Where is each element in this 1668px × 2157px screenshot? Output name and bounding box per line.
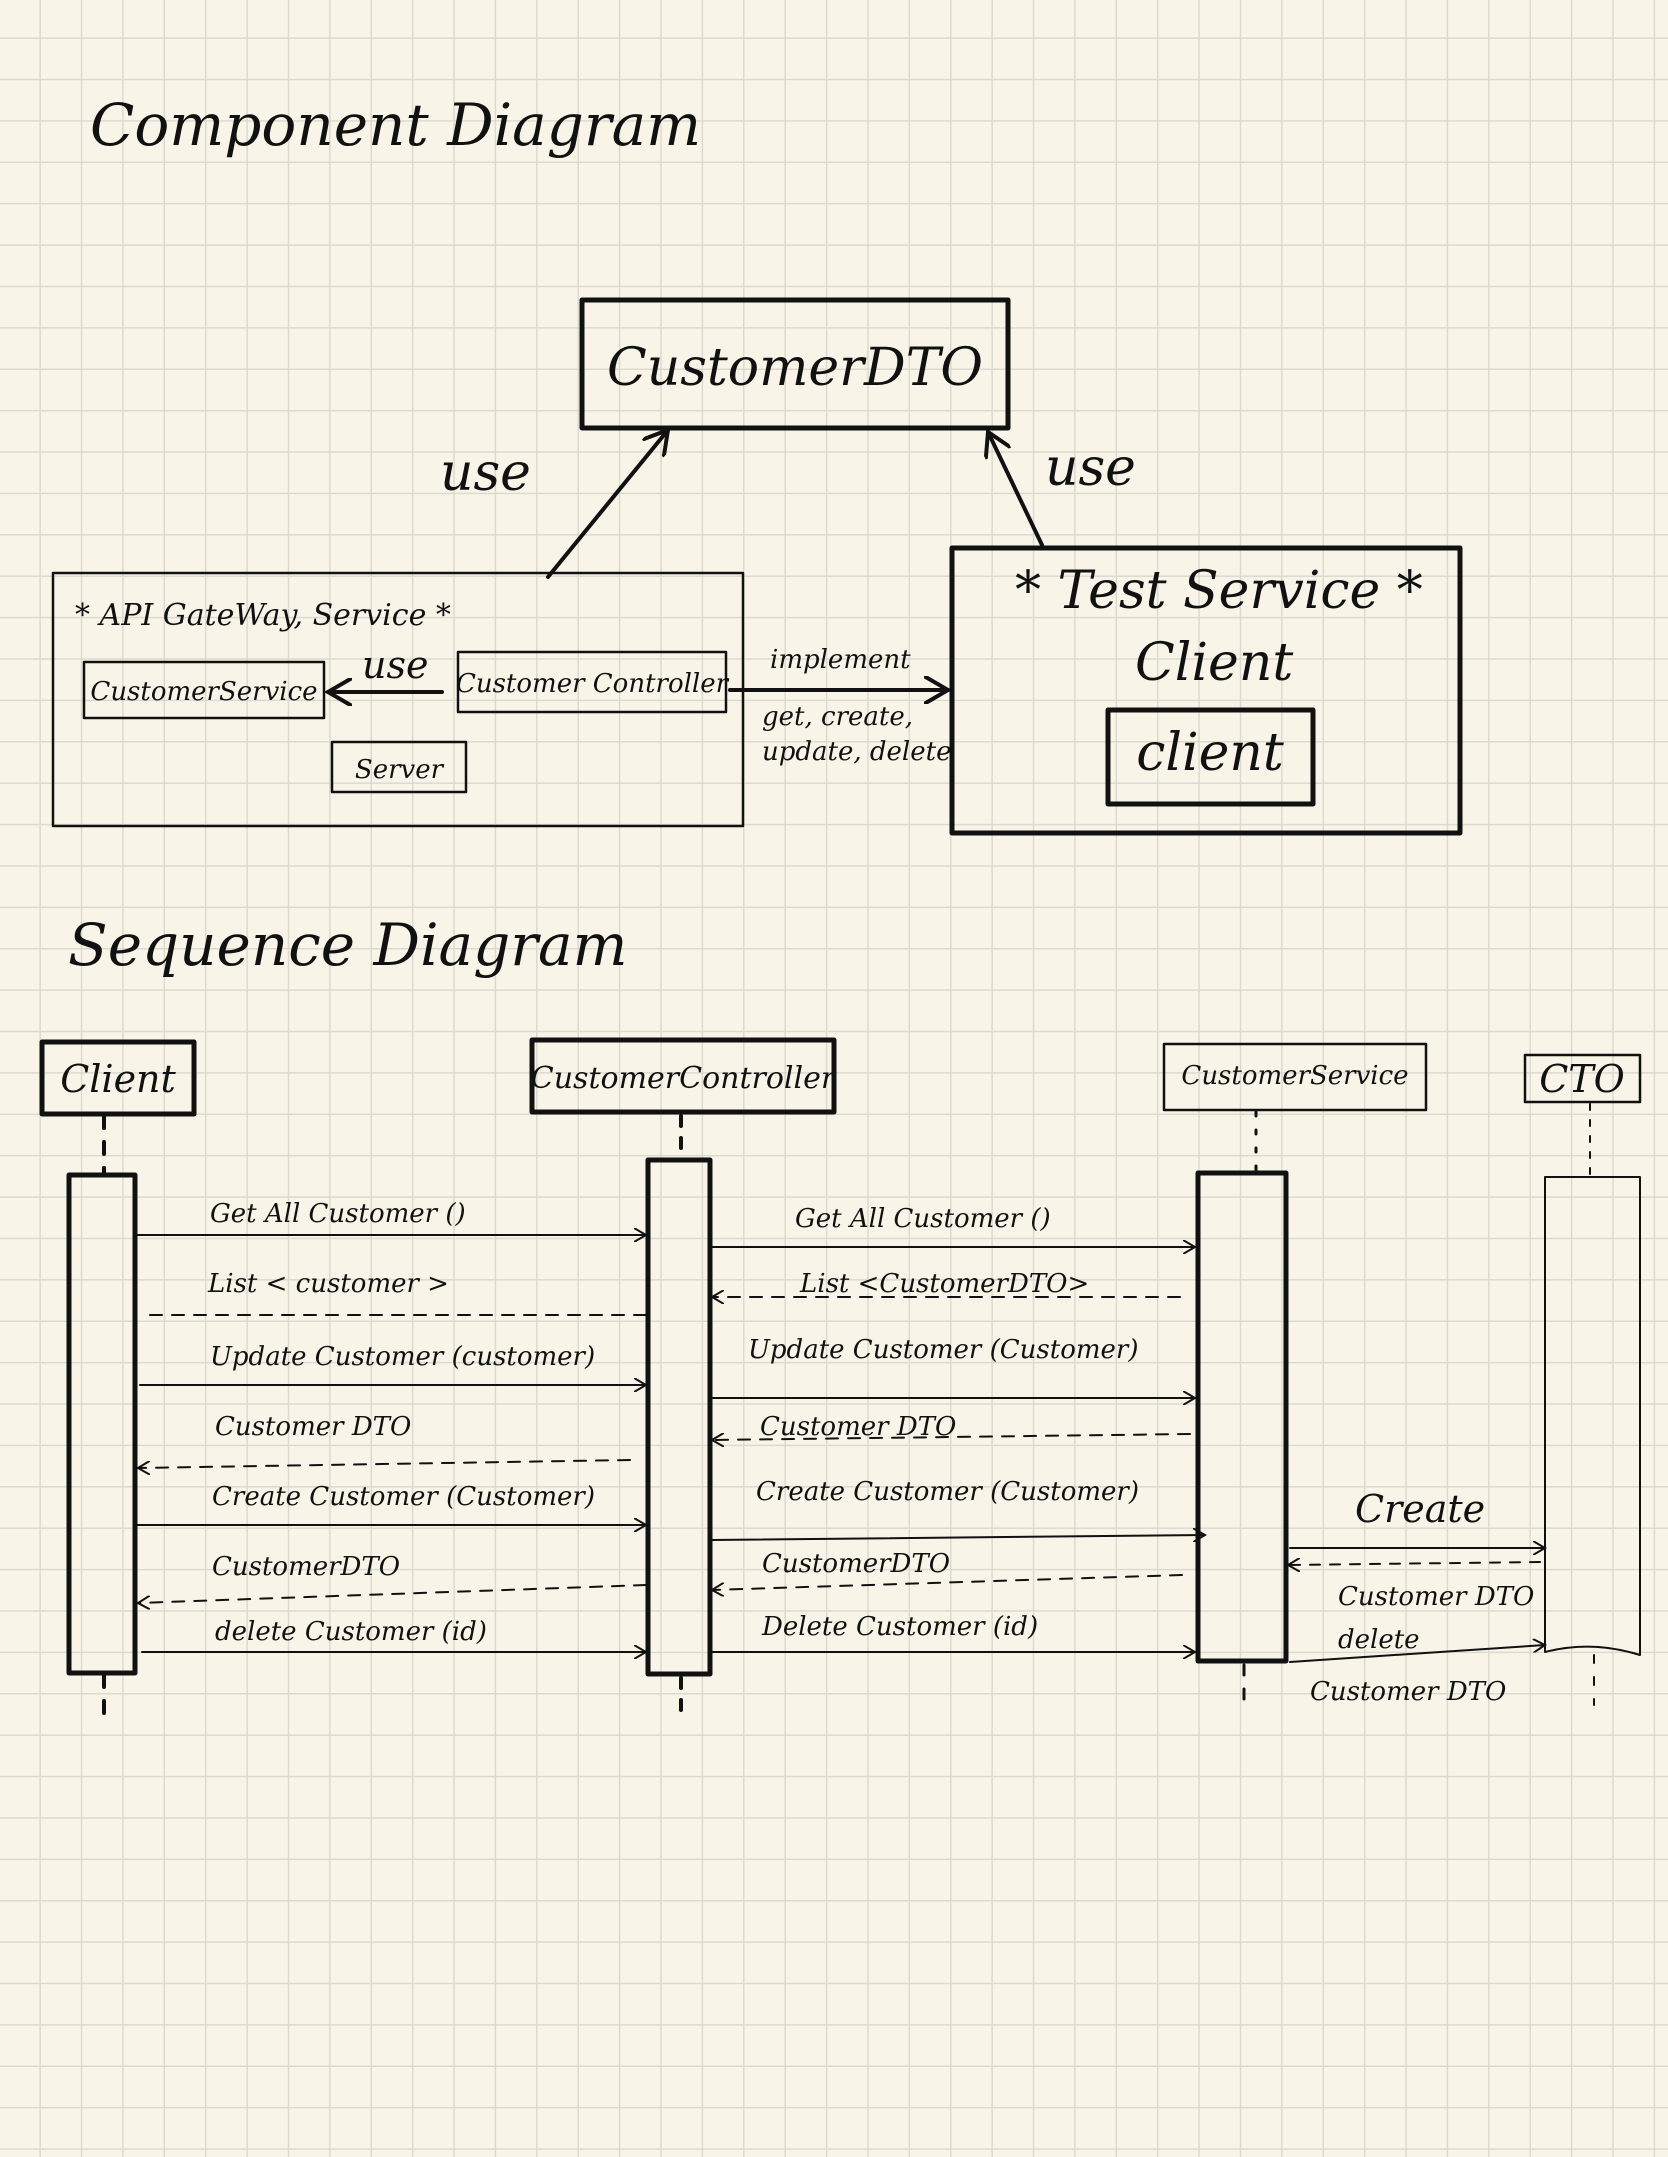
use-label-left: use xyxy=(440,443,531,503)
activation-service xyxy=(1195,1170,1289,1664)
svc-get-all-customer-label: Get All Customer () xyxy=(795,1204,1051,1234)
lifeline-client-header xyxy=(39,1039,197,1117)
lifeline-service-label: CustomerService xyxy=(1181,1061,1408,1091)
component-diagram-title: Component Diagram xyxy=(90,91,701,159)
use-label-internal: use xyxy=(362,643,428,687)
methods-line-1: get, create, xyxy=(762,702,913,732)
use-label-right: use xyxy=(1045,438,1136,498)
sequence-diagram-title: Sequence Diagram xyxy=(68,911,628,979)
msg-get-all-customer-label: Get All Customer () xyxy=(210,1199,466,1229)
cto-customer-dto-2-label: Customer DTO xyxy=(1310,1677,1506,1707)
svc-update-customer-label: Update Customer (Customer) xyxy=(748,1335,1138,1365)
lifeline-service-header xyxy=(1162,1042,1428,1112)
implement-label: implement xyxy=(770,645,911,675)
msg-customer-dto-return-1 xyxy=(138,1459,631,1468)
cto-customer-dto-return xyxy=(1288,1562,1541,1565)
svc-customer-dto-return-2 xyxy=(712,1574,1183,1590)
client-component-label: client xyxy=(1136,723,1284,783)
customer-controller-component xyxy=(456,650,728,714)
lifeline-controller-header xyxy=(529,1037,837,1115)
svc-create-customer xyxy=(711,1535,1205,1540)
activation-client xyxy=(66,1172,138,1676)
customer-controller-label: Customer Controller xyxy=(456,669,730,699)
client-component xyxy=(1105,707,1316,807)
cto-delete-label: delete xyxy=(1338,1625,1420,1655)
customer-service-label: CustomerService xyxy=(90,677,317,707)
lifeline-client-label: Client xyxy=(60,1057,176,1101)
svc-delete-customer-label: Delete Customer (id) xyxy=(761,1612,1038,1642)
svc-customer-dto-return-1 xyxy=(712,1434,1191,1440)
msg-customer-dto-return-2 xyxy=(138,1584,647,1603)
lifeline-cto-header xyxy=(1523,1053,1642,1104)
api-gateway-package xyxy=(51,571,745,828)
svc-create-customer-label: Create Customer (Customer) xyxy=(756,1477,1139,1507)
customer-service-component xyxy=(82,660,326,720)
test-service-package xyxy=(949,545,1463,836)
msg-delete-customer-label: delete Customer (id) xyxy=(215,1617,487,1647)
lifeline-cto-label: CTO xyxy=(1539,1057,1625,1101)
activation-cto xyxy=(1544,1176,1641,1656)
cto-delete xyxy=(1289,1645,1545,1663)
svc-customer-dto-2-label: CustomerDTO xyxy=(762,1549,950,1579)
customer-dto-label: CustomerDTO xyxy=(607,338,983,398)
msg-customer-dto-2-label: CustomerDTO xyxy=(212,1552,400,1582)
svc-list-customer-dto-label: List <CustomerDTO> xyxy=(799,1269,1089,1299)
msg-update-customer-label: Update Customer (customer) xyxy=(210,1342,595,1372)
use-arrow-left xyxy=(546,430,668,579)
test-service-label: * Test Service * xyxy=(1015,561,1423,621)
use-arrow-right xyxy=(988,432,1044,547)
lifeline-controller-label: CustomerController xyxy=(531,1061,837,1096)
server-label: Server xyxy=(355,755,445,785)
activation-controller xyxy=(645,1157,713,1677)
cto-create-label: Create xyxy=(1355,1487,1485,1531)
test-service-subtitle: Client xyxy=(1135,633,1293,693)
cto-customer-dto-label: Customer DTO xyxy=(1338,1582,1534,1612)
msg-create-customer-label: Create Customer (Customer) xyxy=(212,1482,595,1512)
msg-customer-dto-1-label: Customer DTO xyxy=(215,1412,411,1442)
customer-dto-box xyxy=(579,297,1011,431)
server-component xyxy=(330,740,468,794)
api-gateway-label: * API GateWay, Service * xyxy=(75,598,451,633)
msg-list-customer-label: List < customer > xyxy=(207,1269,449,1299)
methods-line-2: update, delete xyxy=(762,737,951,767)
svc-customer-dto-1-label: Customer DTO xyxy=(760,1412,956,1442)
